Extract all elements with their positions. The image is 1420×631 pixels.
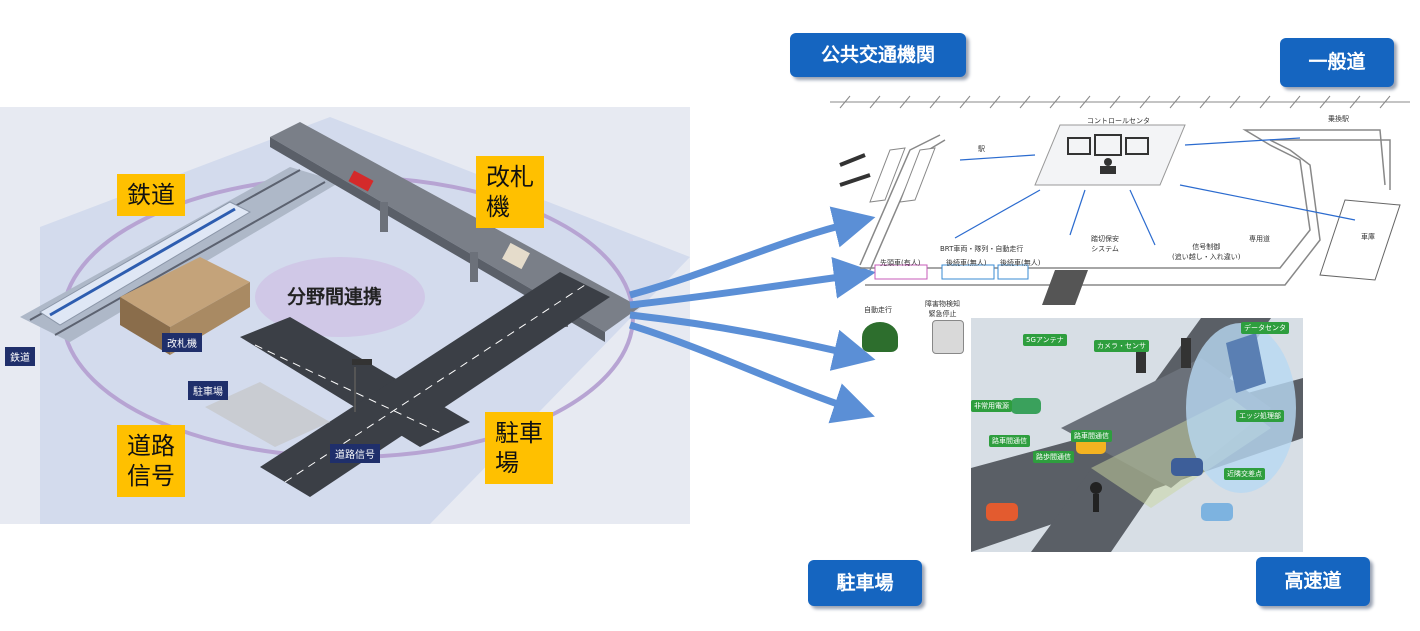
- general-road-button[interactable]: 一般道: [1280, 38, 1394, 87]
- platform-2: [899, 147, 936, 203]
- parking-button[interactable]: 駐車場: [808, 560, 922, 606]
- bus-lead: [874, 264, 928, 280]
- station-label: 駅: [978, 145, 985, 153]
- signal-control-label: 信号制御(追い越し・入れ違い): [1172, 243, 1241, 261]
- rail-crossing: [1042, 270, 1088, 305]
- small-label-parking: 駐車場: [188, 381, 228, 400]
- center-label: 分野間連携: [287, 286, 383, 308]
- bus-follow-2: [997, 264, 1029, 280]
- car-green: [1011, 398, 1041, 414]
- traffic-light-2: [1136, 343, 1146, 373]
- arrow-4: [628, 321, 875, 424]
- antenna-5g-label: 5Gアンテナ: [1023, 334, 1067, 346]
- brt-label: BRT車両・隊列・自動走行: [940, 245, 1024, 253]
- car-lightblue: [1201, 503, 1233, 521]
- nearby-intersection-label: 近隣交差点: [1224, 468, 1265, 480]
- center-blob: [255, 257, 425, 337]
- emergency-power-label: 非常用電源: [971, 400, 1012, 412]
- small-label-railway: 鉄道: [5, 347, 35, 366]
- arrow-2: [629, 256, 876, 309]
- label-ticket-gate: 改札機: [476, 156, 544, 228]
- road-to-ped-label: 路歩間通信: [1033, 451, 1074, 463]
- elevated-highway: [270, 122, 640, 332]
- pedestrian-icon: [1090, 482, 1102, 494]
- follow-vehicle-2-label: 後続車(無人): [1000, 259, 1041, 267]
- platform-1: [869, 147, 906, 203]
- label-parking: 駐車場: [485, 412, 553, 484]
- data-center-label: データセンタ: [1241, 322, 1289, 334]
- intersection-illustration: 5Gアンテナ カメラ・センサ データセンタ 非常用電源 エッジ処理部 路車間通信…: [971, 318, 1303, 552]
- crossing-label: 踏切保安システム: [1091, 235, 1119, 253]
- auto-drive-label: 自動走行: [864, 306, 892, 314]
- brt-system-diagram: [830, 95, 1410, 305]
- bus-follow-1: [941, 264, 995, 280]
- depot-box: [1319, 199, 1401, 281]
- control-center-label: コントロールセンタ: [1087, 117, 1150, 125]
- station-building: [120, 257, 250, 327]
- cooperation-scene: 分野間連携 鉄道 改札機 道路信号 駐車場 鉄道 改札機 駐車場 道路信号: [0, 107, 690, 524]
- intersection-svg: [971, 318, 1303, 552]
- edge-processing-label: エッジ処理部: [1236, 410, 1284, 422]
- train: [39, 201, 252, 326]
- arrow-1: [629, 206, 876, 299]
- arrow-3: [629, 311, 876, 371]
- camera-sensor-label: カメラ・センサ: [1094, 340, 1149, 352]
- label-railway: 鉄道: [117, 174, 185, 216]
- van: [502, 242, 530, 270]
- car-yellow: [1076, 438, 1106, 454]
- truck: [348, 170, 374, 192]
- car-orange: [986, 503, 1018, 521]
- road-to-vehicle-label: 路車間通信: [1071, 430, 1112, 442]
- arrows: [628, 206, 876, 424]
- data-center-zone: [1186, 323, 1296, 493]
- parking-lot: [205, 382, 330, 447]
- mobility-device-icon: [862, 322, 898, 352]
- car-depot-label: 車庫: [1361, 233, 1375, 241]
- small-label-ticket-gate: 改札機: [162, 333, 202, 352]
- follow-vehicle-1-label: 後続車(無人): [946, 259, 987, 267]
- dedicated-road-label: 専用道: [1249, 235, 1270, 243]
- data-center-building: [1226, 333, 1266, 393]
- train-car-icon: [932, 320, 964, 354]
- small-label-road-signal: 道路信号: [330, 444, 380, 463]
- highway-button[interactable]: 高速道: [1256, 557, 1370, 606]
- public-transport-button[interactable]: 公共交通機関: [790, 33, 966, 77]
- exit-sign: [839, 153, 871, 187]
- v2v-label: 路車間通信: [989, 435, 1030, 447]
- lead-vehicle-label: 先頭車(有人): [880, 259, 921, 267]
- label-road-signal: 道路信号: [117, 425, 185, 497]
- obstacle-label: 障害物検知緊急停止: [925, 300, 960, 318]
- car-blue: [1171, 458, 1203, 476]
- transfer-station-label: 乗換駅: [1328, 115, 1349, 123]
- traffic-light-1: [1181, 338, 1191, 368]
